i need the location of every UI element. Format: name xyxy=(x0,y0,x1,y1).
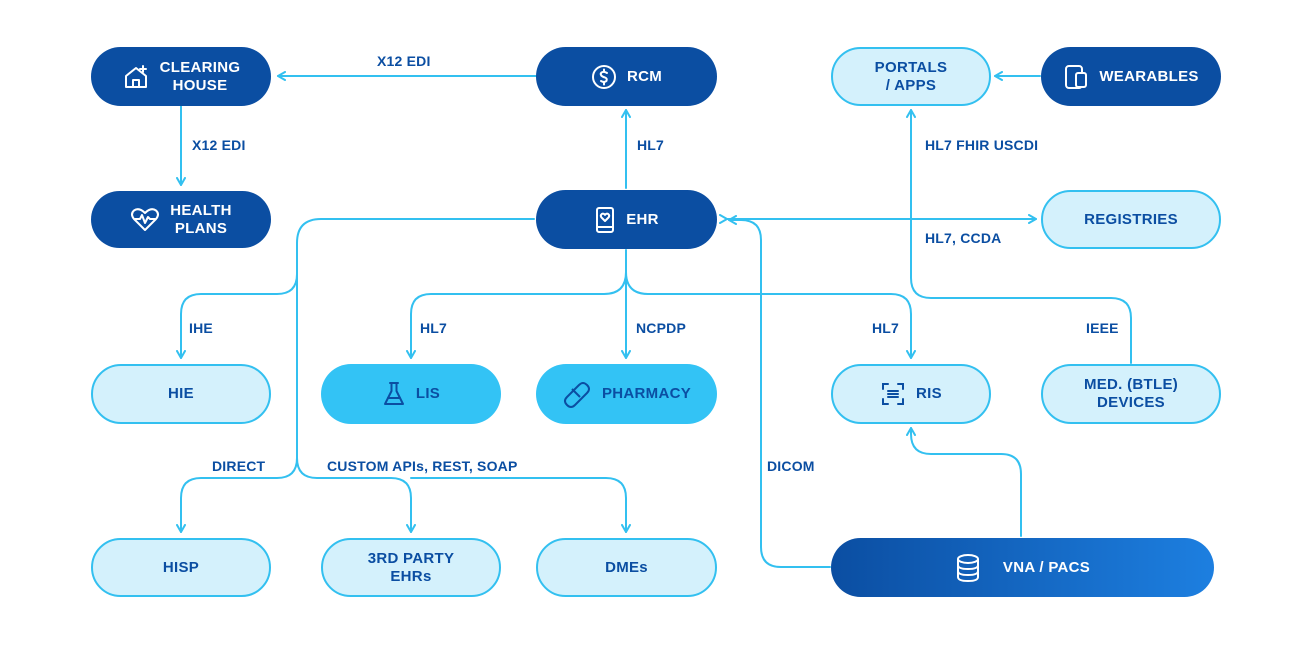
dicom-label: DICOM xyxy=(767,458,815,474)
ieee-label: IEEE xyxy=(1086,320,1119,336)
edge-vna-ris xyxy=(906,427,1022,537)
med-devices-label: MED. (BTLE) DEVICES xyxy=(1083,376,1179,411)
rcm-node: RCM xyxy=(536,47,717,106)
med-devices-node: MED. (BTLE) DEVICES xyxy=(1041,364,1221,424)
registries-node: REGISTRIES xyxy=(1041,190,1221,249)
pharmacy-node: PHARMACY xyxy=(536,364,717,424)
portals-apps-label: PORTALS / APPS xyxy=(874,58,948,94)
clearing-house-node: CLEARING HOUSE xyxy=(91,47,271,106)
vna-pacs-node: VNA / PACS xyxy=(831,538,1214,597)
heart-book-icon xyxy=(594,206,616,234)
third-party-ehrs-node: 3RD PARTY EHRs xyxy=(321,538,501,597)
third-party-ehrs-label: 3RD PARTY EHRs xyxy=(367,549,455,585)
hl7-ccda-label: HL7, CCDA xyxy=(925,230,1002,246)
database-icon xyxy=(955,553,981,583)
lis-node: LIS xyxy=(321,364,501,424)
rcm-label: RCM xyxy=(626,67,663,85)
ncpdp-label: NCPDP xyxy=(636,320,687,336)
registries-label: REGISTRIES xyxy=(1084,210,1178,228)
ihe-label: IHE xyxy=(189,320,213,336)
devices-icon xyxy=(1063,63,1089,91)
edge-dmes xyxy=(410,477,631,533)
vna-pacs-label: VNA / PACS xyxy=(1002,558,1091,576)
dmes-label: DMEs xyxy=(605,558,648,576)
ris-node: RIS xyxy=(831,364,991,424)
portals-apps-node: PORTALS / APPS xyxy=(831,47,991,106)
hisp-label: HISP xyxy=(162,558,200,576)
wearables-label: WEARABLES xyxy=(1099,67,1199,85)
custom-apis-label: CUSTOM APIs, REST, SOAP xyxy=(327,458,518,474)
dmes-node: DMEs xyxy=(536,538,717,597)
heart-pulse-icon xyxy=(130,207,160,233)
edge-trunk-hisp xyxy=(176,273,298,533)
house-plus-icon xyxy=(122,63,150,91)
ehr-node: EHR xyxy=(536,190,717,249)
edge-ehr-hie xyxy=(176,218,535,359)
hl7-rcm-label: HL7 xyxy=(637,137,665,153)
scan-icon xyxy=(880,381,906,407)
wearables-node: WEARABLES xyxy=(1041,47,1221,106)
lis-label: LIS xyxy=(415,385,441,402)
clearing-house-label: CLEARING HOUSE xyxy=(159,58,241,94)
hie-label: HIE xyxy=(168,385,194,402)
dollar-circle-icon xyxy=(591,64,617,90)
edge-ehr-lis xyxy=(406,271,627,359)
direct-label: DIRECT xyxy=(212,458,266,474)
edge-devices-portals xyxy=(906,109,1132,364)
health-plans-label: HEALTH PLANS xyxy=(170,201,232,237)
hl7-fhir-uscdi-label: HL7 FHIR USCDI xyxy=(925,137,1039,153)
x12-edi-left-label: X12 EDI xyxy=(192,137,246,153)
hie-node: HIE xyxy=(91,364,271,424)
hisp-node: HISP xyxy=(91,538,271,597)
health-plans-node: HEALTH PLANS xyxy=(91,191,271,248)
ehr-label: EHR xyxy=(626,210,659,228)
pill-icon xyxy=(562,379,592,409)
flask-icon xyxy=(382,380,406,408)
pharmacy-label: PHARMACY xyxy=(601,385,692,402)
edge-3rdparty xyxy=(296,457,416,533)
hl7-ris-label: HL7 xyxy=(872,320,900,336)
edge-ehr-ris xyxy=(625,271,916,359)
edge-vna-ehr xyxy=(728,215,831,568)
ris-label: RIS xyxy=(916,385,942,402)
hl7-lis-label: HL7 xyxy=(420,320,448,336)
x12-edi-top-label: X12 EDI xyxy=(377,53,431,69)
